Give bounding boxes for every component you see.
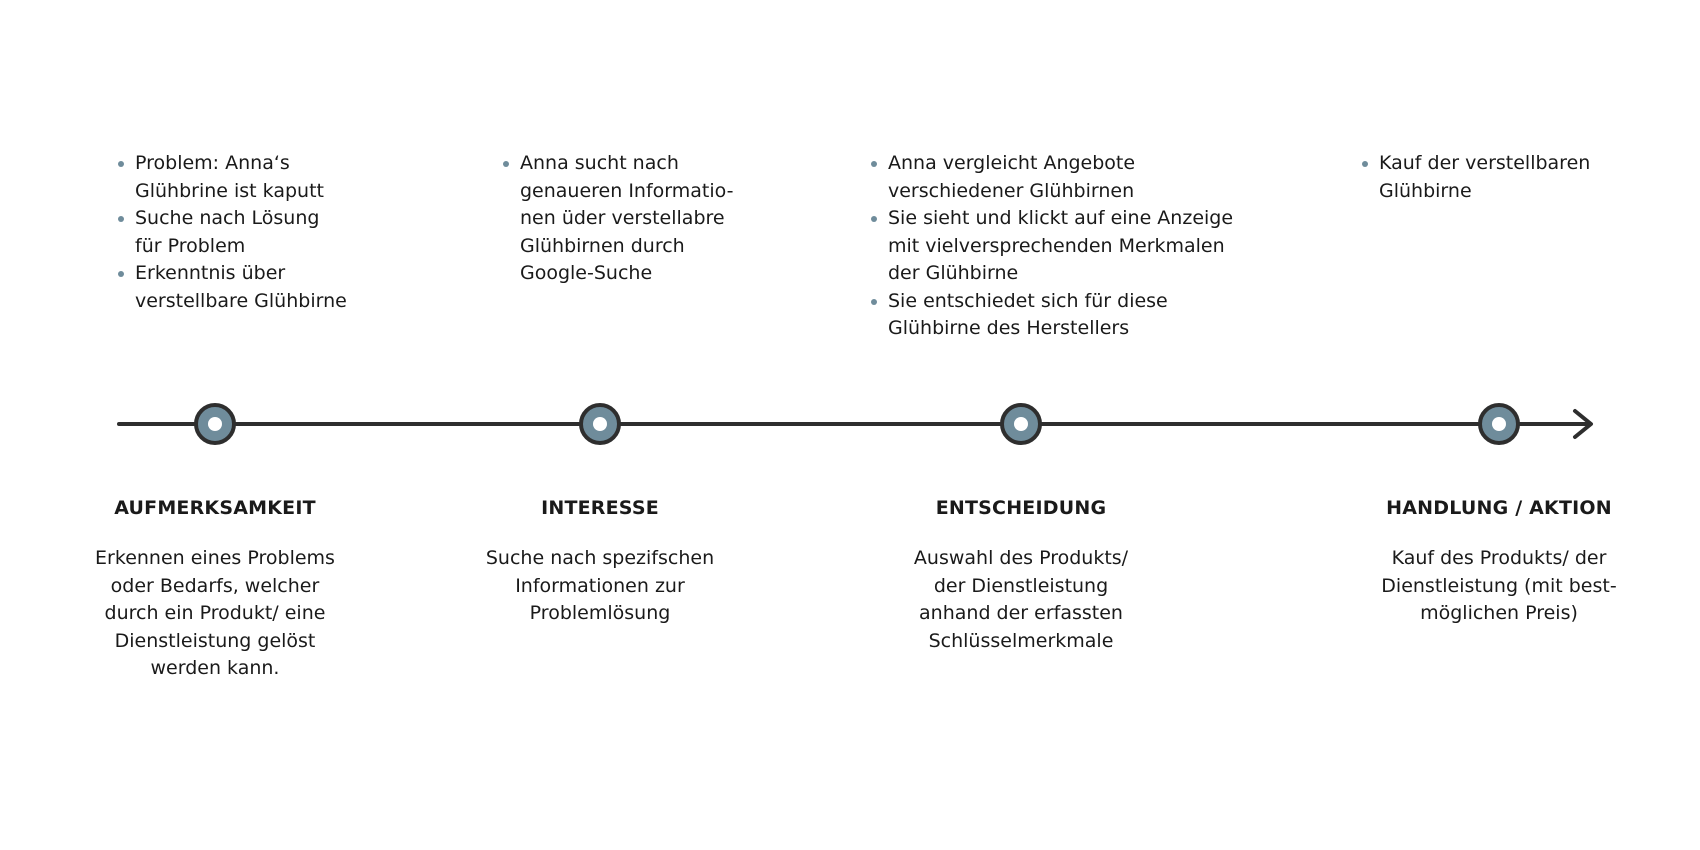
stage-3-description: Auswahl des Produkts/ der Dienstleistung…	[913, 547, 1129, 652]
stage-4-bullets: Kauf der verstellbaren Glühbirne	[1362, 150, 1662, 205]
stage-2-title: INTERESSE	[541, 497, 659, 519]
timeline-node-2	[579, 403, 621, 445]
stage-1-bullet: Suche nach Lösung für Problem	[118, 205, 418, 260]
timeline-arrowhead	[1573, 409, 1593, 439]
stage-1-title: AUFMERKSAMKEIT	[114, 497, 316, 519]
stage-3-bullet: Sie entschiedet sich für diese Glühbirne…	[871, 288, 1251, 343]
stage-4-title: HANDLUNG / AKTION	[1386, 497, 1612, 519]
stage-4-description: Kauf des Produkts/ der Dienstleistung (m…	[1381, 547, 1617, 624]
stage-4-bullet: Kauf der verstellbaren Glühbirne	[1362, 150, 1662, 205]
stage-1-bullets: Problem: Anna‘s Glühbrine ist kaputt Suc…	[118, 150, 418, 315]
timeline-node-1	[194, 403, 236, 445]
stage-2-description: Suche nach spezifschen Informationen zur…	[485, 547, 715, 624]
stage-3-bullets: Anna vergleicht Angebote verschiedener G…	[871, 150, 1251, 343]
stage-1-description: Erkennen eines Problems oder Bedarfs, we…	[95, 547, 335, 679]
stage-2-bullets: Anna sucht nach genaueren Informatio- ne…	[503, 150, 803, 288]
timeline-node-4	[1478, 403, 1520, 445]
timeline-node-3	[1000, 403, 1042, 445]
stage-3-bullet: Anna vergleicht Angebote verschiedener G…	[871, 150, 1251, 205]
stage-1-bullet: Problem: Anna‘s Glühbrine ist kaputt	[118, 150, 418, 205]
stage-2-bullet: Anna sucht nach genaueren Informatio- ne…	[503, 150, 803, 288]
stage-3-bullet: Sie sieht und klickt auf eine Anzeige mi…	[871, 205, 1251, 288]
stage-3-title: ENTSCHEIDUNG	[935, 497, 1107, 519]
stage-1-bullet: Erkenntnis über verstellbare Glühbirne	[118, 260, 418, 315]
